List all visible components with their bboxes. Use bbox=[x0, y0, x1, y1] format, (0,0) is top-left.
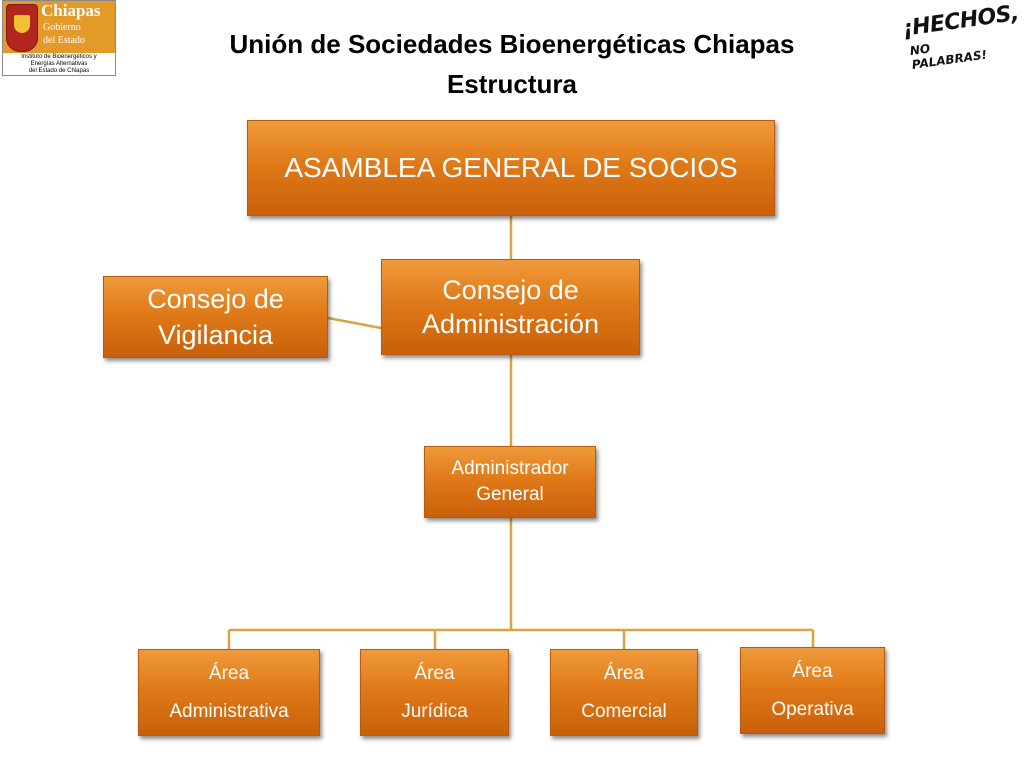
area-name: Administrativa bbox=[169, 700, 289, 722]
logo-banner: Chiapas Gobierno del Estado bbox=[3, 1, 115, 53]
area-label: Área bbox=[414, 662, 455, 684]
logo-caption: Instituto de Bioenergéticos y Energías A… bbox=[3, 54, 115, 75]
area-juridica-box: Área Jurídica bbox=[360, 649, 509, 736]
consejo-admin-line-1: Consejo de bbox=[442, 275, 579, 305]
coat-of-arms-icon bbox=[6, 4, 38, 52]
shield-emblem bbox=[14, 15, 30, 33]
consejo-vigilancia-box: Consejo de Vigilancia bbox=[103, 276, 328, 358]
administrador-general-box: Administrador General bbox=[424, 446, 596, 518]
connector-vigilancia-consejo bbox=[327, 316, 382, 330]
area-label: Área bbox=[208, 662, 250, 684]
logo-line-3: del Estado bbox=[43, 35, 85, 46]
area-name: Jurídica bbox=[401, 700, 468, 722]
admin-gral-line-1: Administrador bbox=[451, 458, 569, 479]
consejo-administracion-box: Consejo de Administración bbox=[381, 259, 640, 355]
page-title: Unión de Sociedades Bioenergéticas Chiap… bbox=[229, 29, 795, 59]
logo-line-2: Gobierno bbox=[43, 22, 81, 33]
logo-caption-line: Instituto de Bioenergéticos y bbox=[21, 54, 97, 60]
vigilancia-line-1: Consejo de bbox=[147, 284, 284, 314]
area-name: Operativa bbox=[771, 698, 854, 720]
logo-state-name: Chiapas bbox=[41, 1, 101, 20]
area-comercial-box: Área Comercial bbox=[550, 649, 698, 736]
logo-caption-line: Energías Alternativas bbox=[30, 61, 88, 67]
area-administrativa-box: Área Administrativa bbox=[138, 649, 320, 736]
area-label: Área bbox=[792, 660, 833, 682]
vigilancia-line-2: Vigilancia bbox=[157, 320, 274, 350]
asamblea-label: ASAMBLEA GENERAL DE SOCIOS bbox=[284, 152, 738, 183]
page-subtitle: Estructura bbox=[446, 69, 578, 99]
logo-caption-line: del Estado de Chiapas bbox=[28, 68, 90, 74]
area-name: Comercial bbox=[581, 700, 667, 722]
admin-gral-line-2: General bbox=[476, 484, 544, 505]
area-operativa-box: Área Operativa bbox=[740, 647, 885, 734]
area-label: Área bbox=[603, 662, 645, 684]
asamblea-general-box: ASAMBLEA GENERAL DE SOCIOS bbox=[247, 120, 775, 216]
consejo-admin-line-2: Administración bbox=[421, 309, 600, 339]
chiapas-government-logo: Chiapas Gobierno del Estado Instituto de… bbox=[2, 0, 116, 76]
